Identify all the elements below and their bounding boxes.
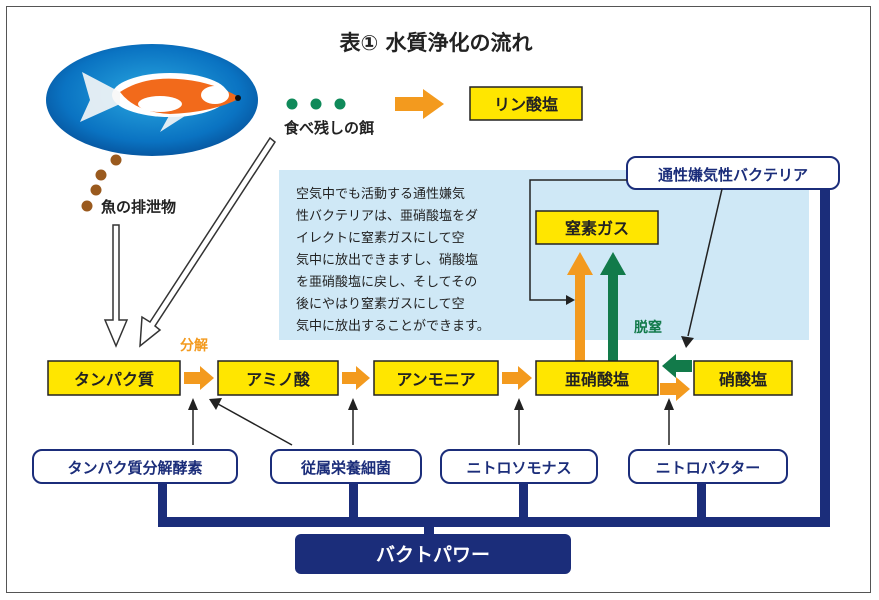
facultative-bacteria-label: 通性嫌気性バクテリア [658, 166, 808, 184]
arrow-up-icon [567, 252, 593, 362]
dot-icon [310, 98, 322, 110]
arrow-head-icon [514, 398, 524, 410]
protease-box [32, 449, 238, 484]
amino-acid-label: アミノ酸 [246, 370, 311, 389]
ammonia-box [373, 360, 499, 396]
nitrite-box [535, 360, 659, 396]
arrow-head-icon [566, 295, 575, 305]
denitrification-label: 脱窒 [634, 319, 662, 336]
arrow-right-icon [395, 89, 444, 119]
dot-icon [110, 154, 122, 166]
bactopower-label: バクトパワー [376, 544, 490, 566]
arrow-right-icon [502, 366, 532, 390]
protease-label: タンパク質分解酵素 [67, 459, 202, 477]
arrow-head-icon [188, 398, 198, 410]
nitrogen-gas-label: 窒素ガス [565, 219, 629, 238]
dot-icon [286, 98, 298, 110]
dot-icon [81, 200, 93, 212]
arrow-head-icon [209, 398, 222, 410]
arrow-head-icon [681, 336, 694, 348]
arrow-head-icon [664, 398, 674, 410]
arrow-down-icon [139, 136, 277, 348]
protein-box [47, 360, 181, 396]
nitrosomonas-label: ニトロソモナス [466, 459, 571, 477]
protein-label: タンパク質 [74, 370, 154, 389]
facultative-bacteria-box [626, 156, 840, 190]
heterotrophic-bacteria-box [270, 449, 422, 484]
nitrate-box [693, 360, 793, 396]
dot-icon [95, 169, 107, 181]
nitrobacter-box [628, 449, 788, 484]
arrow-up-icon [600, 252, 626, 362]
diagram-title: 表① 水質浄化の流れ [339, 31, 532, 55]
dot-icon [334, 98, 346, 110]
koi-fish-image [46, 44, 258, 156]
phosphate-box [469, 86, 583, 121]
arrow-down-icon [103, 224, 129, 348]
arrow-right-icon [660, 377, 690, 401]
fish-waste-label: 魚の排泄物 [101, 198, 176, 216]
arrow-left-icon [662, 354, 692, 378]
dot-icon [90, 184, 102, 196]
nitrosomonas-box [440, 449, 598, 484]
bactopower-box [295, 534, 571, 574]
info-text: 空気中でも活動する通性嫌気 性バクテリアは、亜硝酸塩をダ イレクトに窒素ガスにし… [296, 186, 490, 334]
connector-line [687, 188, 723, 337]
ammonia-label: アンモニア [396, 370, 475, 389]
nitrogen-gas-box [535, 210, 659, 245]
heterotrophic-bacteria-label: 従属栄養細菌 [300, 459, 391, 477]
phosphate-label: リン酸塩 [494, 95, 558, 114]
nitrobacter-label: ニトロバクター [656, 459, 760, 477]
arrow-right-icon [342, 366, 370, 390]
arrow-right-icon [184, 366, 214, 390]
info-panel [279, 170, 809, 340]
nitrate-label: 硝酸塩 [719, 370, 767, 389]
leftover-food-label: 食べ残しの餌 [284, 119, 374, 137]
nitrite-label: 亜硝酸塩 [565, 370, 629, 389]
connector-line [529, 179, 627, 301]
amino-acid-box [217, 360, 339, 396]
connector-line [217, 403, 293, 446]
decompose-label: 分解 [180, 337, 208, 354]
bactopower-connector [158, 189, 830, 539]
arrow-head-icon [348, 398, 358, 410]
